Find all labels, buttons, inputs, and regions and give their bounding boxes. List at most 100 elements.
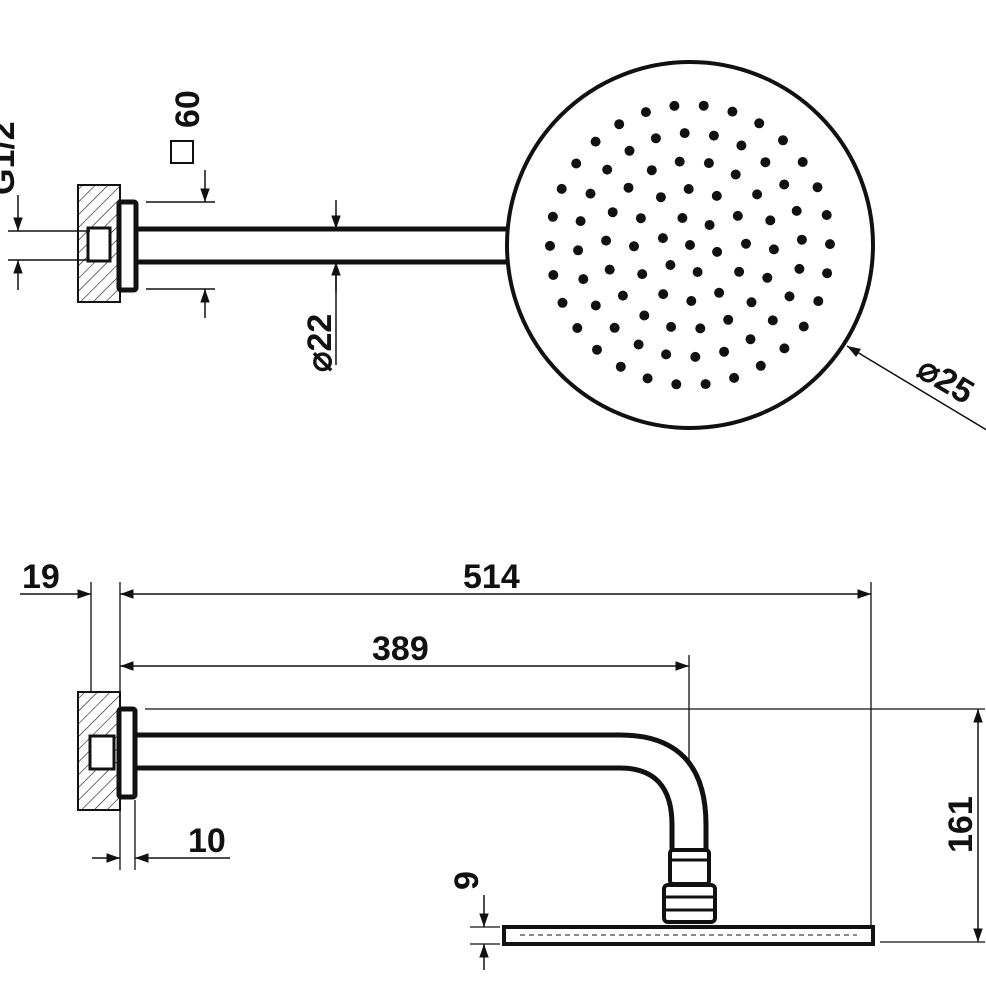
nozzle-dot [719,346,730,357]
nozzle-dot [609,322,620,333]
nozzle-dot [623,182,634,193]
connector-nut [662,848,717,924]
nozzle-dot [686,296,697,306]
nozzle-dot [791,205,802,216]
nozzle-dot [556,183,567,194]
nozzle-dot [655,192,666,203]
nozzle-dot [714,287,725,298]
nozzle-dot [700,379,711,390]
nozzle-dot [624,145,635,156]
arm-diameter-label: ⌀22 [301,314,339,372]
nozzle-dot [730,169,741,180]
flange-thickness-dimension: 10 [92,822,230,863]
nozzle-dot [784,291,795,302]
arm-top [136,226,506,265]
nozzle-dot [642,373,653,384]
nozzle-dot [615,361,626,372]
wall-section-side [77,691,121,811]
flange-side [116,706,138,800]
nozzle-dot [646,165,657,176]
arm-diameter-dimension: ⌀22 [301,200,341,372]
nozzle-dot [617,290,628,301]
nozzle-dot [545,240,555,251]
nozzle-dot [679,128,690,139]
nozzle-dot [708,130,719,141]
nozzle-dot [767,315,778,326]
nozzle-dot [674,156,685,167]
nozzle-dot [765,215,776,226]
nozzle-dot [798,321,809,332]
nozzle-dot [602,164,613,175]
nozzle-dot [825,239,835,250]
nozzle-dot [746,297,757,308]
nozzle-dot [822,268,833,279]
nozzle-dot [585,188,596,199]
flange-top [116,199,139,293]
nozzle-dot [755,360,766,371]
nozzle-dot [575,216,586,227]
square-dimension: 60 [146,90,215,318]
wall-offset-dimension: 19 [20,558,91,599]
nozzle-dot [590,300,601,311]
nozzle-dot [573,245,584,256]
nozzle-dot [698,100,709,111]
nozzle-dot [557,297,568,308]
nozzle-dot [572,323,583,333]
nozzle-dot [683,184,694,194]
nozzle-dot [669,100,680,111]
nozzle-dot [796,234,807,245]
thread-label: G1/2 [0,121,22,195]
nozzle-dot [695,323,706,334]
nozzle-dot [736,140,747,151]
nozzle-dot [745,334,756,345]
square-symbol [170,140,194,164]
square-size-label: 60 [169,90,207,128]
nozzle-dot [768,244,779,255]
overall-drop-label: 161 [942,796,980,853]
nozzle-dot [741,238,751,249]
nozzle-dot [671,379,682,390]
flange-thickness-label: 10 [188,822,226,860]
nozzle-dot [797,157,808,167]
nozzle-dot [666,321,677,332]
nozzle-dot [629,241,639,252]
nozzle-dot [592,344,602,355]
nozzle-dot [712,246,723,257]
top-view: G1/2 60 ⌀22 ⌀25 [0,60,986,431]
head-diameter-label: ⌀25 [911,349,981,412]
nozzle-dot [547,211,558,222]
nozzle-dot [640,107,651,118]
nozzle-dot [760,157,771,168]
arm-side [135,732,709,852]
side-view: 19 514 389 10 9 161 [20,558,985,970]
head-diameter-dimension: ⌀25 [846,345,986,431]
nozzle-dot [703,158,714,169]
nozzle-dot [658,289,669,300]
nozzle-dot [821,210,832,220]
nozzle-pattern [545,100,835,390]
nozzle-dot [727,106,738,117]
nozzle-dot [637,269,648,280]
nozzle-dot [571,158,582,169]
nozzle-dot [729,372,740,383]
arm-length-dimension: 389 [120,630,689,671]
nozzle-dot [812,182,823,193]
nozzle-dot [614,119,625,130]
nozzle-dot [734,266,745,277]
overall-length-label: 514 [463,558,520,596]
nozzle-dot [639,310,650,321]
nozzle-dot [690,351,701,362]
nozzle-dot [665,260,676,270]
head-thickness-label: 9 [448,871,486,890]
nozzle-dot [723,314,734,325]
nozzle-dot [762,272,773,283]
nozzle-dot [578,274,589,285]
nozzle-dot [732,210,743,221]
overall-drop-dimension: 161 [942,709,983,942]
wall-offset-label: 19 [22,558,60,596]
nozzle-dot [692,267,703,277]
nozzle-dot [635,213,646,224]
nozzle-dot [590,136,601,147]
wall-section-top [77,184,121,303]
